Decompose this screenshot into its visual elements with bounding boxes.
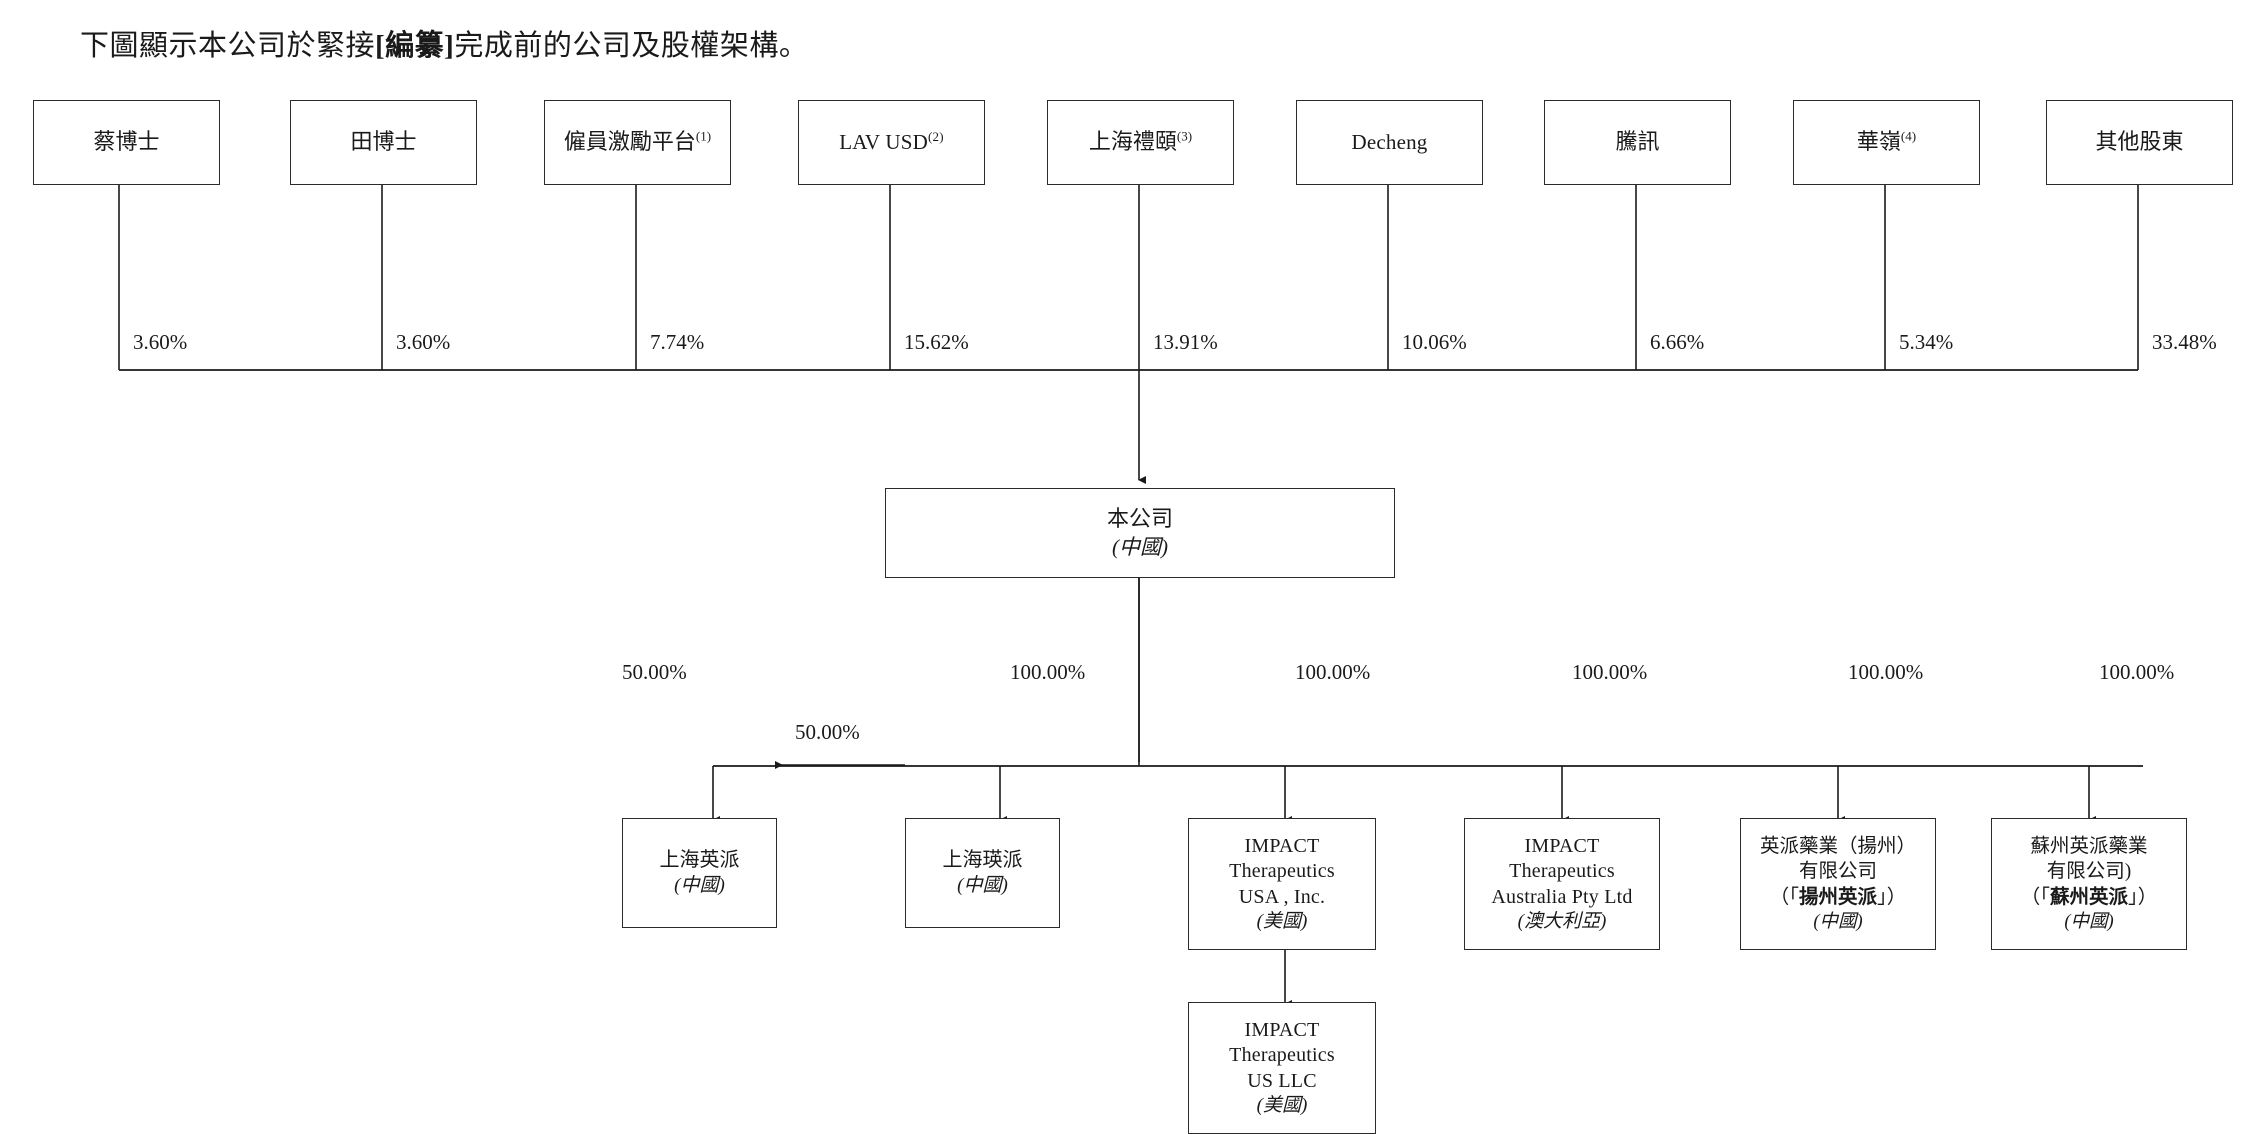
subsidiary-name-line: 上海瑛派 <box>942 849 1023 872</box>
subsidiary-name-line: 有限公司 <box>1798 861 1877 883</box>
shareholder-name: Decheng <box>1351 130 1428 155</box>
shareholder-name: 華嶺 <box>1856 129 1901 155</box>
shareholder-name: 田博士 <box>350 129 417 155</box>
subsidiary-name-line: 上海英派 <box>659 849 740 872</box>
shareholder-box-cai[interactable]: 蔡博士 <box>33 100 220 185</box>
company-box-main[interactable]: 本公司 (中國) <box>885 488 1395 578</box>
subsidiary-jurisdiction: (美國) <box>1256 1094 1308 1116</box>
title-bracketed-term: [編纂] <box>375 30 455 62</box>
percent-label-cross-holding: 50.00% <box>795 720 860 744</box>
subsidiary-name-line: Australia Pty Ltd <box>1491 885 1633 908</box>
subsidiary-name-line: IMPACT <box>1244 835 1320 858</box>
shareholder-box-lav-usd[interactable]: LAV USD(2) <box>798 100 985 185</box>
percent-label-impact-usa-inc: 100.00% <box>1295 660 1371 684</box>
shareholder-name: 騰訊 <box>1615 129 1660 155</box>
percent-label-yangzhou-yingpai: 100.00% <box>1848 660 1924 684</box>
footnote-marker: (1) <box>695 129 712 145</box>
percent-label-tencent: 6.66% <box>1650 330 1705 354</box>
shareholder-name: 其他股東 <box>2095 129 2184 155</box>
page-title: 下圖顯示本公司於緊接[編纂]完成前的公司及股權架構。 <box>80 27 808 66</box>
shareholder-box-other-shareholders[interactable]: 其他股東 <box>2046 100 2233 185</box>
subsidiary-box-suzhou-yingpai[interactable]: 蘇州英派藥業 有限公司) （「蘇州英派」） (中國) <box>1991 818 2187 950</box>
percent-label-employee: 7.74% <box>650 330 705 354</box>
shareholder-name: 僱員激勵平台 <box>563 129 696 155</box>
footnote-marker: (3) <box>1176 129 1193 145</box>
shareholder-box-tian[interactable]: 田博士 <box>290 100 477 185</box>
subsidiary-name-line: 蘇州英派藥業 <box>2030 835 2148 857</box>
subsidiary-jurisdiction: (澳大利亞) <box>1517 910 1607 932</box>
subsidiary-jurisdiction: (中國) <box>2064 911 2114 932</box>
subsidiary-jurisdiction: (中國) <box>1813 911 1863 932</box>
subsidiary-jurisdiction: (美國) <box>1256 910 1308 932</box>
title-prefix: 下圖顯示本公司於緊接 <box>80 30 376 62</box>
subsidiary-box-shanghai-yingpai-alt[interactable]: 上海瑛派 (中國) <box>905 818 1060 928</box>
percent-label-cai: 3.60% <box>133 330 188 354</box>
percent-label-other: 33.48% <box>2152 330 2217 354</box>
percent-label-tian: 3.60% <box>396 330 451 354</box>
subsidiary-box-impact-usa-inc[interactable]: IMPACT Therapeutics USA , Inc. (美國) <box>1188 818 1376 950</box>
subsidiary-short-name: （「揚州英派」） <box>1769 886 1907 908</box>
subsidiary-short-name: （「蘇州英派」） <box>2020 886 2158 908</box>
ownership-structure-diagram: 蔡博士 田博士 僱員激勵平台(1) LAV USD(2) 上海禮頤(3) Dec… <box>33 100 2233 1134</box>
footnote-marker: (4) <box>1900 129 1917 145</box>
shareholder-box-decheng[interactable]: Decheng <box>1296 100 1483 185</box>
percent-label-hualing: 5.34% <box>1899 330 1954 354</box>
subsidiary-name-line: US LLC <box>1247 1069 1317 1092</box>
subsidiary-name-line: IMPACT <box>1524 835 1600 858</box>
percent-label-decheng: 10.06% <box>1402 330 1467 354</box>
percent-label-suzhou-yingpai: 100.00% <box>2099 660 2175 684</box>
percent-label-shanghai-yingpai: 50.00% <box>622 660 687 684</box>
percent-label-shanghai-yingpai-alt: 100.00% <box>1010 660 1086 684</box>
subsidiary-name-line: 有限公司) <box>2046 861 2132 883</box>
percent-label-impact-australia: 100.00% <box>1572 660 1648 684</box>
subsidiary-jurisdiction: (中國) <box>674 874 725 896</box>
shareholder-name: 上海禮頤 <box>1088 129 1177 155</box>
company-name: 本公司 <box>1106 506 1173 532</box>
shareholder-box-hualing[interactable]: 華嶺(4) <box>1793 100 1980 185</box>
company-jurisdiction: (中國) <box>1112 534 1168 559</box>
percent-label-shanghai-liyi: 13.91% <box>1153 330 1218 354</box>
shareholder-box-employee-incentive-platform[interactable]: 僱員激勵平台(1) <box>544 100 731 185</box>
shareholder-name: LAV USD <box>839 130 928 155</box>
subsidiary-name-line: USA , Inc. <box>1238 885 1326 908</box>
shareholder-box-shanghai-liyi[interactable]: 上海禮頤(3) <box>1047 100 1234 185</box>
shareholder-name: 蔡博士 <box>93 129 160 155</box>
subsidiary-box-impact-australia[interactable]: IMPACT Therapeutics Australia Pty Ltd (澳… <box>1464 818 1660 950</box>
subsidiary-name-line: 英派藥業（揚州） <box>1759 835 1916 857</box>
subsidiary-name-line: Therapeutics <box>1229 860 1335 883</box>
subsidiary-name-line: IMPACT <box>1244 1019 1320 1042</box>
subsidiary-name-line: Therapeutics <box>1509 860 1615 883</box>
footnote-marker: (2) <box>927 129 944 145</box>
subsidiary-box-yangzhou-yingpai[interactable]: 英派藥業（揚州） 有限公司 （「揚州英派」） (中國) <box>1740 818 1936 950</box>
subsidiary-jurisdiction: (中國) <box>957 874 1008 896</box>
title-suffix: 完成前的公司及股權架構。 <box>454 30 809 62</box>
subsidiary-box-shanghai-yingpai[interactable]: 上海英派 (中國) <box>622 818 777 928</box>
subsidiary-name-line: Therapeutics <box>1229 1044 1335 1067</box>
subsidiary-box-impact-us-llc[interactable]: IMPACT Therapeutics US LLC (美國) <box>1188 1002 1376 1134</box>
percent-label-lav-usd: 15.62% <box>904 330 969 354</box>
shareholder-box-tencent[interactable]: 騰訊 <box>1544 100 1731 185</box>
